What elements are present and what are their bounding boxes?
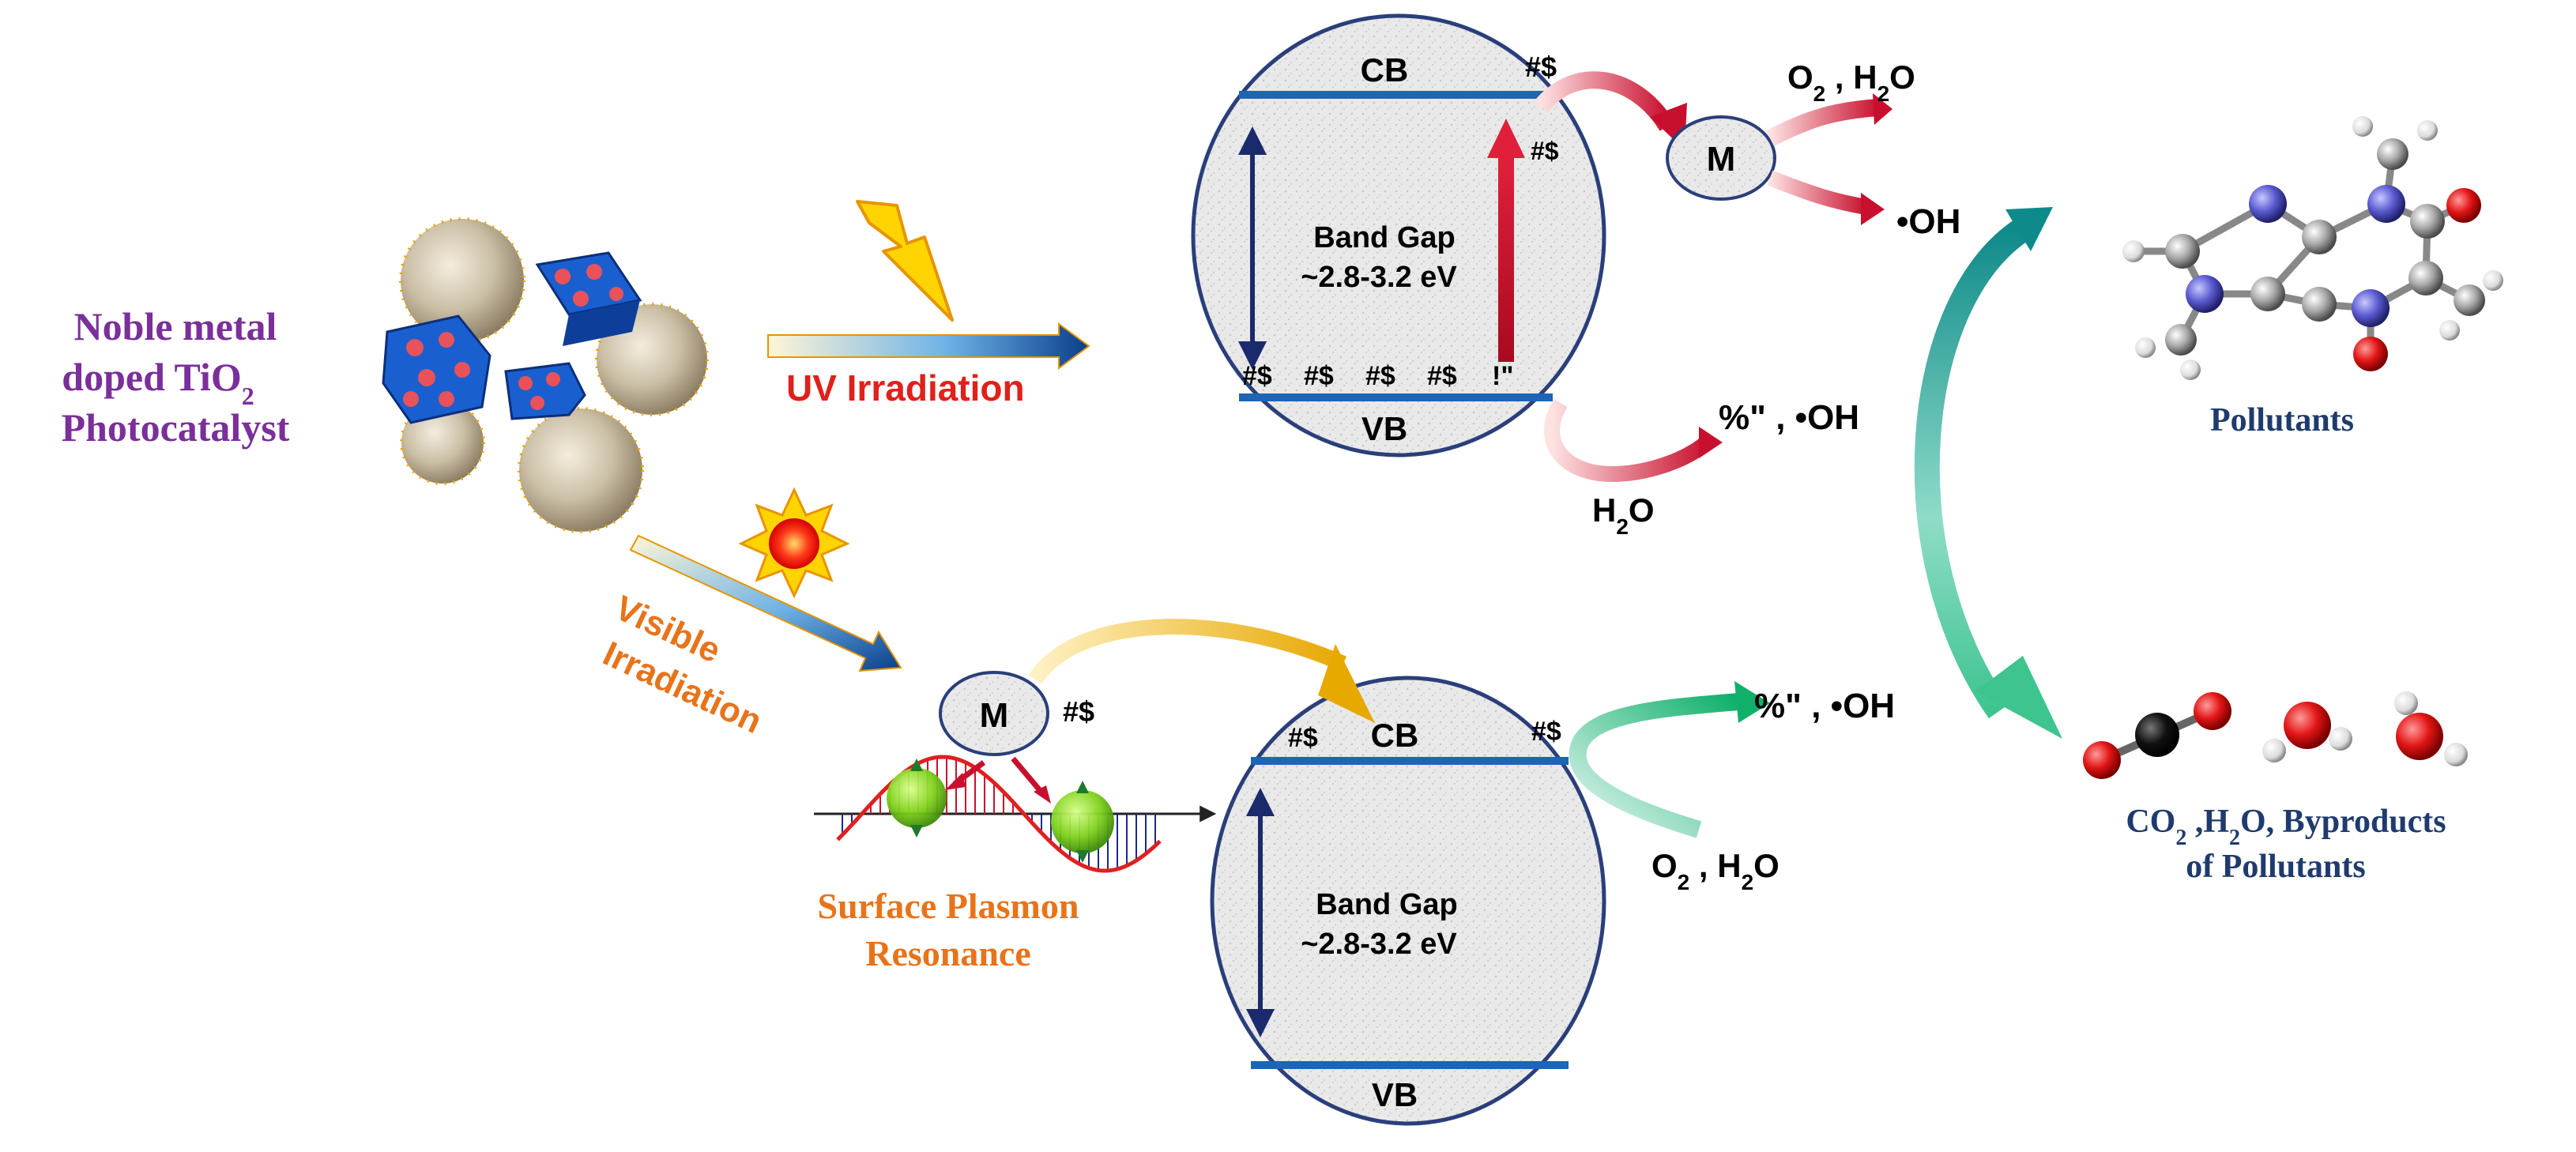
atom	[2408, 261, 2443, 296]
top-excitation-arrow	[1487, 119, 1525, 362]
bottom-cb-label: CB	[1371, 717, 1419, 754]
bottom-product-arrow	[1569, 681, 1770, 838]
atom	[2352, 116, 2373, 137]
catalyst-line2: doped TiO2	[62, 355, 254, 410]
co2-molecule-image	[2083, 692, 2231, 779]
sun-icon	[738, 487, 850, 599]
bottom-metal-bubble: M	[939, 671, 1049, 756]
atom	[2454, 284, 2485, 316]
products-line2: of Pollutants	[2186, 849, 2366, 885]
h2o-molecule-image	[2262, 702, 2352, 762]
bottom-cb-electron-right: #$	[1531, 717, 1561, 747]
plasmon-particle	[887, 759, 947, 838]
top-vb-electrons: #$ #$ #$ #$ !"	[1242, 361, 1513, 391]
vb-electron: #$	[1365, 361, 1395, 391]
catalyst-label: Noble metal doped TiO2 Photocatalyst	[62, 304, 290, 450]
atom	[2446, 188, 2481, 223]
atom	[2367, 185, 2405, 223]
nanoparticle-cluster-image	[382, 217, 709, 533]
top-metal-label: M	[1707, 140, 1736, 179]
catalyst-line1: Noble metal	[74, 304, 277, 348]
bottom-metal-label: M	[980, 696, 1009, 735]
atom	[2135, 337, 2156, 358]
lightning-icon	[856, 200, 954, 322]
top-o2-label: O2 , H2O	[1787, 58, 1915, 106]
bottom-cb-electron-left: #$	[1288, 723, 1318, 753]
bottom-vb-label: VB	[1372, 1076, 1418, 1113]
bottom-band-diagram: CB VB Band Gap ~2.8-3.2 eV #$ #$	[1210, 676, 1606, 1126]
catalyst-line3: Photocatalyst	[62, 405, 290, 450]
atom	[2439, 320, 2460, 341]
top-gap-line1: Band Gap	[1313, 221, 1455, 254]
atom	[2377, 138, 2408, 170]
top-vb-product: %" , •OH	[1719, 398, 1859, 437]
spr-line2: Resonance	[865, 933, 1031, 973]
top-excited-electron: #$	[1531, 137, 1559, 165]
bottom-product-label: %" , •OH	[1754, 687, 1895, 725]
atom	[2165, 234, 2200, 269]
doped-cube	[504, 362, 586, 420]
top-oh-label: •OH	[1896, 202, 1960, 241]
top-vb-label: VB	[1361, 410, 1407, 447]
atom	[2122, 240, 2145, 262]
bottom-gap-line1: Band Gap	[1316, 888, 1457, 921]
visible-irradiation-label: Visible Irradiation	[597, 589, 768, 741]
plasmon-wave-illustration	[814, 755, 1217, 873]
top-gap-line2: ~2.8-3.2 eV	[1301, 261, 1457, 294]
tio2-sphere	[518, 407, 644, 533]
spr-label: Surface Plasmon Resonance	[818, 886, 1079, 973]
vb-electron: #$	[1304, 361, 1334, 391]
atom	[2483, 270, 2503, 291]
spr-line1: Surface Plasmon	[818, 886, 1079, 926]
bottom-metal-electron: #$	[1063, 695, 1094, 728]
bottom-gap-line2: ~2.8-3.2 eV	[1301, 928, 1457, 961]
atom	[2353, 337, 2388, 371]
vb-electron: #$	[1242, 361, 1272, 391]
top-band-diagram: CB VB Band Gap ~2.8-3.2 eV #$ #$ #$ #$ !…	[1191, 13, 1606, 457]
products-label: CO2 ,H2O, Byproducts of Pollutants	[2126, 804, 2446, 885]
atom	[2249, 185, 2287, 223]
vb-electron: #$	[1427, 361, 1457, 391]
atom	[2250, 277, 2285, 311]
atom	[2180, 360, 2201, 380]
tio2-sphere	[400, 400, 485, 485]
top-cb-label: CB	[1361, 51, 1409, 88]
top-h2o-label: H2O	[1592, 491, 1655, 539]
doped-cube	[382, 314, 491, 424]
plasmon-particle	[1051, 781, 1114, 863]
doped-cube	[535, 251, 642, 346]
top-vb-arrow	[1544, 398, 1723, 483]
top-o2-arrow	[1766, 93, 1892, 146]
vb-hole: !"	[1492, 361, 1513, 391]
uv-arrow	[767, 322, 1090, 370]
atom	[2410, 204, 2445, 239]
atom	[2165, 324, 2197, 356]
top-cb-electron: #$	[1525, 51, 1557, 83]
atom	[2417, 120, 2438, 141]
degradation-arrow	[1914, 207, 2062, 739]
top-oh-arrow	[1767, 170, 1885, 225]
visible-arrow	[629, 534, 902, 672]
pollutant-molecule-image	[2122, 116, 2503, 380]
bottom-injection-arrow	[1028, 619, 1375, 723]
atom	[2302, 220, 2337, 254]
atom	[2186, 275, 2224, 313]
uv-irradiation-label: UV Irradiation	[786, 367, 1025, 408]
atom	[2302, 287, 2337, 322]
products-line1: CO2 ,H2O, Byproducts	[2126, 804, 2446, 850]
atom	[2352, 289, 2390, 327]
h2o-molecule-image	[2394, 691, 2468, 766]
bottom-o2-label: O2 , H2O	[1651, 847, 1779, 894]
pollutants-label: Pollutants	[2210, 402, 2354, 439]
top-metal-bubble: M	[1666, 115, 1776, 201]
